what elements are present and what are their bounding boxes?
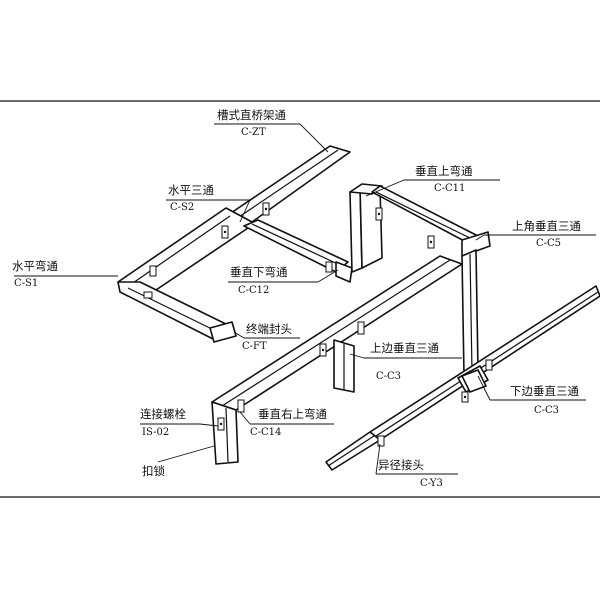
label-trough-straight-code: C-ZT [241,127,266,138]
label-reducer-code: C-Y3 [420,478,443,489]
label-vertical-down-elbow-code: C-C12 [238,285,269,296]
label-vertical-right-up-elbow-code: C-C14 [250,427,281,438]
label-buckle-lock: 扣锁 [142,464,165,478]
label-horizontal-tee: 水平三通 C-S2 [168,183,214,213]
label-trough-straight-name: 槽式直桥架通 [217,108,286,122]
label-vertical-up-elbow-code: C-C11 [434,183,465,194]
label-lower-vertical-tee-name: 下边垂直三通 [510,384,579,398]
label-end-cap-name: 终端封头 [246,322,292,336]
label-horizontal-tee-code: C-S2 [170,202,194,213]
label-vertical-up-elbow: 垂直上弯通 C-C11 [415,164,473,194]
label-vertical-up-elbow-name: 垂直上弯通 [415,164,473,178]
label-lower-vertical-tee-code: C-C3 [534,405,559,416]
label-vertical-right-up-elbow-name: 垂直右上弯通 [258,407,327,421]
label-connecting-bolt: 连接螺栓 IS-02 [140,407,186,438]
lower-tray-run [325,285,600,471]
leader-lines [14,123,596,475]
label-reducer: 异径接头 C-Y3 [378,458,443,489]
label-upper-corner-vertical-tee-code: C-C5 [536,238,561,249]
label-vertical-right-up-elbow: 垂直右上弯通 C-C14 [250,407,327,438]
label-lower-vertical-tee: 下边垂直三通 C-C3 [510,384,579,416]
label-trough-straight: 槽式直桥架通 C-ZT [217,108,286,138]
label-reducer-name: 异径接头 [378,458,424,472]
label-horizontal-elbow: 水平弯通 C-S1 [12,259,58,289]
main-diagonal-tray [211,255,463,465]
label-upper-corner-vertical-tee: 上角垂直三通 C-C5 [512,219,581,249]
label-end-cap-code: C-FT [242,341,267,352]
label-upper-corner-vertical-tee-name: 上角垂直三通 [512,219,581,233]
upper-corner-span [371,185,491,377]
label-connecting-bolt-code: IS-02 [142,427,169,438]
label-vertical-down-elbow: 垂直下弯通 C-C12 [230,265,288,296]
label-horizontal-elbow-name: 水平弯通 [12,259,58,273]
label-upper-side-vertical-tee-code: C-C3 [376,371,401,382]
joint-markers [143,202,493,447]
label-upper-side-vertical-tee: 上边垂直三通 C-C3 [370,341,439,382]
label-horizontal-elbow-code: C-S1 [14,278,38,289]
label-vertical-down-elbow-name: 垂直下弯通 [230,265,288,279]
label-horizontal-tee-name: 水平三通 [168,183,214,197]
label-upper-side-vertical-tee-name: 上边垂直三通 [370,341,439,355]
label-connecting-bolt-name: 连接螺栓 [140,407,186,421]
upper-tray-run [117,145,383,343]
label-end-cap: 终端封头 C-FT [242,322,292,352]
label-buckle-lock-name: 扣锁 [142,464,165,478]
